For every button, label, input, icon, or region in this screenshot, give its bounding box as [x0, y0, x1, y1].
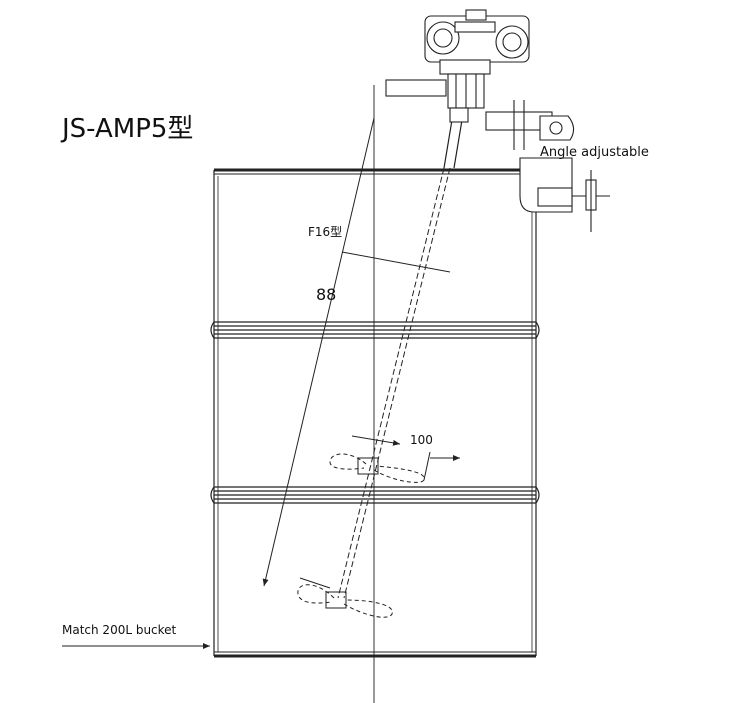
blade-label: 100 [410, 433, 433, 447]
depth-label: 88 [316, 285, 336, 304]
model-title: JS-AMP5型 [62, 114, 194, 144]
lower-impeller [297, 584, 393, 618]
bucket-label: Match 200L bucket [62, 623, 177, 637]
shaft-label: F16型 [308, 225, 342, 239]
upper-impeller [329, 453, 425, 483]
motor-head [424, 9, 530, 123]
mixer-shaft [337, 119, 463, 599]
clamp-bracket [385, 79, 610, 232]
depth-dimension [262, 117, 451, 589]
drum [210, 168, 540, 658]
blade-dimension [351, 435, 460, 481]
angle-label: Angle adjustable [540, 145, 649, 160]
